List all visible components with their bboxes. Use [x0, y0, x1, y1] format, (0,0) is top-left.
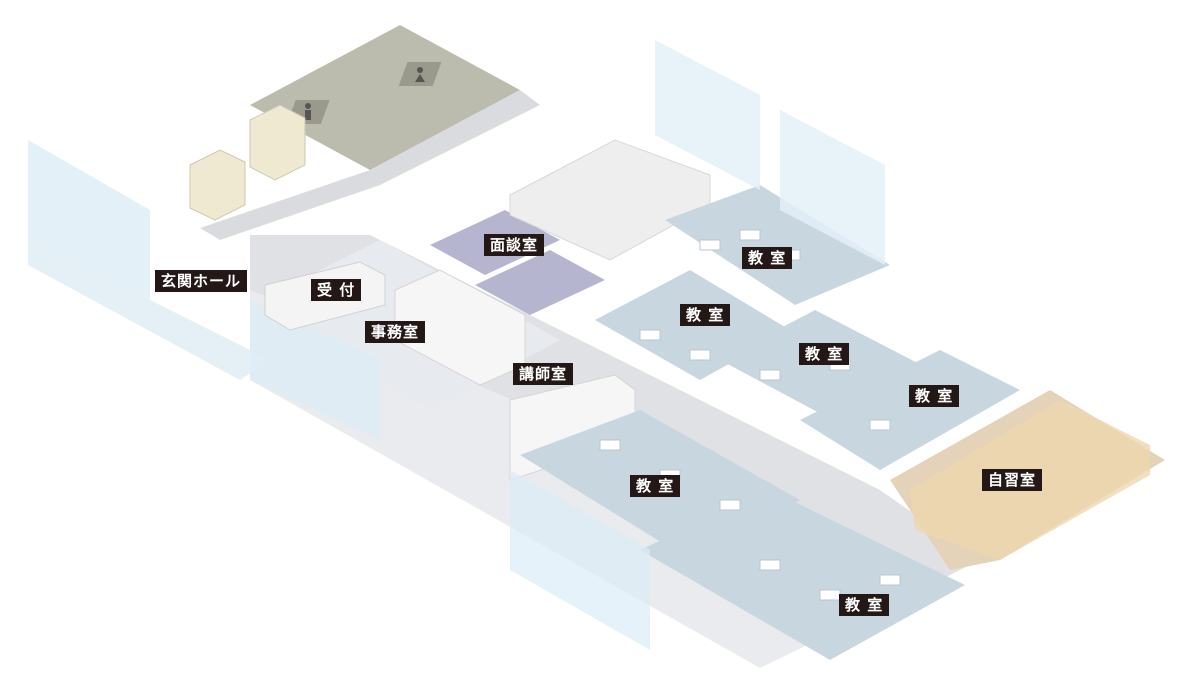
restroom-corridor	[200, 90, 540, 240]
window-panel-2	[780, 110, 885, 265]
label-self-study: 自習室	[982, 469, 1043, 491]
label-classroom-mid-left: 教 室	[680, 304, 731, 326]
locker-right	[249, 104, 306, 181]
restroom-female-icon	[398, 62, 442, 86]
label-instructor-room: 講師室	[513, 363, 574, 385]
label-office: 事務室	[365, 321, 426, 343]
restroom-floor	[250, 25, 520, 170]
label-reception: 受 付	[311, 279, 362, 301]
label-classroom-mid-center: 教 室	[799, 343, 850, 365]
counseling-room-2	[475, 250, 605, 315]
entrance-glass-wall	[28, 140, 150, 300]
classroom-mid-right-floor	[800, 350, 1020, 470]
label-classroom-top: 教 室	[742, 247, 793, 269]
label-classroom-bottom: 教 室	[839, 594, 890, 616]
label-classroom-lower: 教 室	[630, 475, 681, 497]
label-counseling: 面談室	[484, 234, 545, 256]
entrance-hall-floor	[28, 240, 270, 380]
classroom-bottom-floor	[640, 490, 965, 660]
label-classroom-mid-right: 教 室	[909, 385, 960, 407]
label-entrance-hall: 玄関ホール	[155, 270, 248, 292]
window-panel-1	[655, 40, 760, 190]
office-glass	[250, 300, 380, 440]
classroom-glass	[510, 470, 650, 650]
locker-left	[189, 149, 246, 221]
classroom-top-floor	[665, 185, 890, 305]
